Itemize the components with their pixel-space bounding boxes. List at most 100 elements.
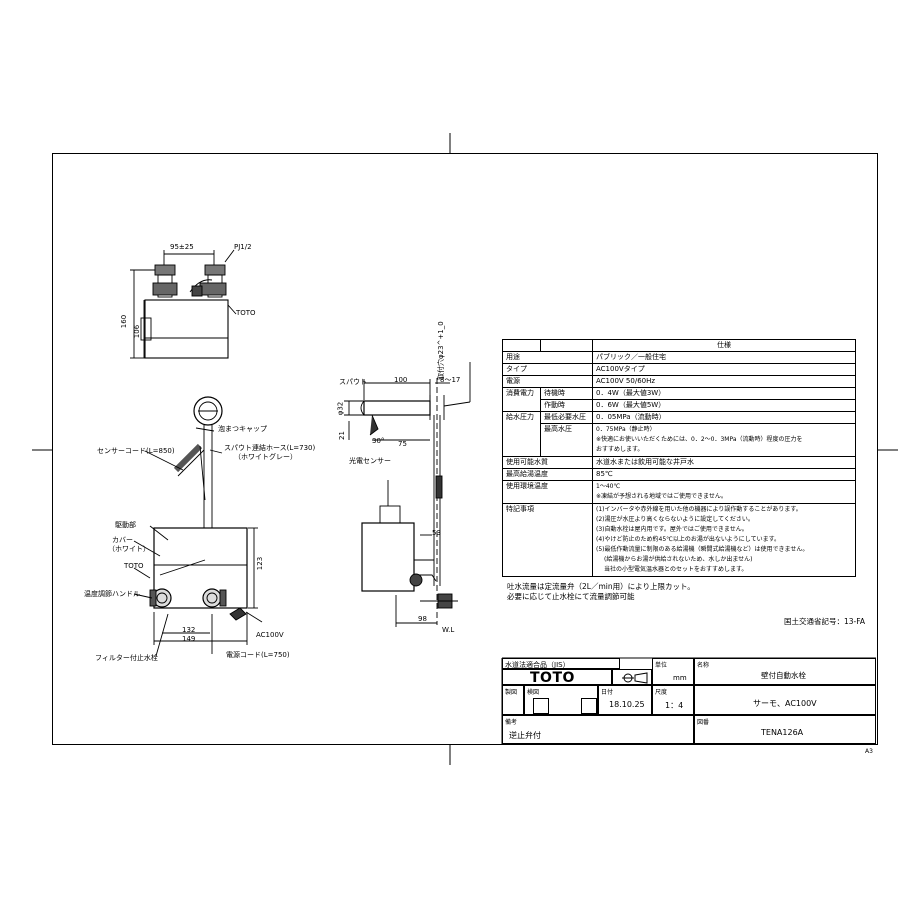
spec-subkey: 最低必要水圧 <box>540 411 593 424</box>
name-label: 名称 <box>697 662 710 669</box>
pressure-note: ※快適にお使いいただくためには、0．2～0．3MPa（流動時）程度の圧力を <box>596 436 803 443</box>
scale-value: 1：4 <box>665 701 684 710</box>
spec-header: 仕様 <box>592 339 856 352</box>
drawing-no-cell: 図番 TENA126A <box>694 715 876 744</box>
spec-key: 最高給湯温度 <box>502 468 593 481</box>
check-stamp <box>533 698 549 714</box>
dim-106: 106 <box>133 324 142 339</box>
spec-value-pressure: 0．75MPa（静止時） ※快適にお使いいただくためには、0．2～0．3MPa（流… <box>592 423 856 457</box>
label-spout: スパウト <box>339 378 367 386</box>
drawn-cell: 製図 <box>502 685 524 715</box>
note-item: (1)インバータや赤外線を用いた他の機器により誤作動することがあります。 <box>596 506 802 513</box>
top-view-drawing <box>130 249 237 359</box>
drawing-border <box>52 153 878 745</box>
product-subtitle: サーモ、AC100V <box>753 699 817 708</box>
logo-cell: TOTO <box>502 669 612 686</box>
spec-subkey: 最高水圧 <box>540 423 593 457</box>
product-name: 壁付自動水栓 <box>761 671 806 680</box>
check-label: 検図 <box>527 689 540 696</box>
label-photo-sensor: 光電センサー <box>349 457 391 465</box>
spec-value: 水道水または飲用可能な井戸水 <box>592 456 856 469</box>
spec-key: 特記事項 <box>502 503 593 577</box>
spec-subkey: 作動時 <box>540 399 593 412</box>
spec-subkey: 待機時 <box>540 387 593 400</box>
unit-label: 単位 <box>655 662 668 669</box>
note-item: (4)やけど防止のため約45℃以上のお湯が出ないようにしています。 <box>596 536 780 543</box>
label-hose-color: （ホワイトグレー） <box>234 453 297 461</box>
note-item: (2)湯圧が水圧より高くならないように設定してください。 <box>596 516 754 523</box>
spec-value-env: 1～40℃ ※凍結が予想される地域ではご使用できません。 <box>592 480 856 504</box>
spec-value: 0．4W（最大値3W） <box>592 387 856 400</box>
spec-key: 使用可能水質 <box>502 456 593 469</box>
spec-value: 85℃ <box>592 468 856 481</box>
spec-key: 給水圧力 <box>502 411 541 457</box>
label-toto-top: TOTO <box>236 309 256 317</box>
pressure-note-2: おすすめします。 <box>596 446 644 453</box>
remarks-label: 備考 <box>505 719 518 726</box>
label-filter: フィルター付止水栓 <box>95 654 158 662</box>
spec-key: タイプ <box>502 363 593 376</box>
label-temp-handle: 温度調節ハンドル <box>84 590 140 598</box>
label-hose: スパウト連結ホース(L=730) <box>224 444 316 452</box>
drawn-label: 製図 <box>505 689 518 696</box>
name-cell: 名称 壁付自動水栓 <box>694 658 876 685</box>
spec-value: 0．6W（最大値5W） <box>592 399 856 412</box>
dim-mount-hole: 取付穴φ23^+1_0 <box>437 321 445 380</box>
dim-100: 100 <box>394 376 408 384</box>
scale-label: 尺度 <box>655 689 668 696</box>
sheet-size: A3 <box>865 748 873 755</box>
drawing-number: TENA126A <box>761 728 804 737</box>
note-item: (給湯機からお湯が供給されないため、水しか出ません) <box>604 556 753 563</box>
date-value: 18.10.25 <box>609 700 645 709</box>
check-cell: 検図 <box>524 685 598 715</box>
spec-value: AC100V 50/60Hz <box>592 375 856 388</box>
label-toto-front: TOTO <box>124 562 144 570</box>
registration-code: 国土交通省記号：13-FA <box>784 617 866 626</box>
side-view-drawing <box>344 362 471 627</box>
label-sensor-cord: センサーコード(L=850) <box>97 447 175 455</box>
dim-149: 149 <box>182 635 196 643</box>
spec-key: 使用環境温度 <box>502 480 593 504</box>
spec-key: 用途 <box>502 351 593 364</box>
jis-cell: 水道法適合品（JIS） <box>502 658 620 669</box>
dim-8-17: 8～17 <box>440 376 461 384</box>
dim-width: 95±25 <box>170 243 194 251</box>
dim-75: 75 <box>398 440 407 448</box>
dim-53: 53 <box>432 529 441 537</box>
projection-symbol <box>612 669 652 685</box>
approval-stamp <box>581 698 597 714</box>
scale-cell: 尺度 1：4 <box>652 685 694 715</box>
dim-160: 160 <box>120 314 129 329</box>
spec-value: 0．75MPa（静止時） <box>596 426 656 433</box>
flow-note-2: 必要に応じて止水栓にて流量調節可能 <box>507 592 635 601</box>
toto-logo: TOTO <box>530 670 575 686</box>
drawing-no-label: 図番 <box>697 719 710 726</box>
title-block: 水道法適合品（JIS） TOTO 単位 mm 名称 壁付自動水栓 製図 検図 日… <box>502 658 876 744</box>
label-ac: AC100V <box>256 631 284 639</box>
label-cover-color: （ホワイト） <box>108 545 150 553</box>
dim-21: 21 <box>337 431 346 440</box>
note-item: (3)自動水栓は屋内用です。屋外ではご使用できません。 <box>596 526 748 533</box>
special-notes: (1)インバータや赤外線を用いた他の機器により誤作動することがあります。 (2)… <box>592 503 856 577</box>
spec-value: 1～40℃ <box>596 483 621 490</box>
label-cap: 泡まつキャップ <box>218 425 267 433</box>
date-label: 日付 <box>601 689 614 696</box>
label-wl: W.L <box>442 626 455 634</box>
dim-123: 123 <box>256 556 265 571</box>
remarks-cell: 備考 逆止弁付 <box>502 715 694 744</box>
jis-label: 水道法適合品（JIS） <box>505 661 570 669</box>
label-cover: カバー <box>112 536 133 544</box>
label-body: 駆動部 <box>115 521 136 529</box>
label-power-cord: 電源コード(L=750) <box>226 651 290 659</box>
spec-key: 電源 <box>502 375 593 388</box>
spec-value: パブリック／一般住宅 <box>592 351 856 364</box>
unit-cell: 単位 mm <box>652 658 694 685</box>
flow-note-1: 吐水流量は定流量弁（2L／min用）により上限カット。 <box>507 582 695 591</box>
env-note: ※凍結が予想される地域ではご使用できません。 <box>596 493 727 500</box>
front-view-drawing <box>133 396 263 657</box>
date-cell: 日付 18.10.25 <box>598 685 652 715</box>
note-item: 当社の小型電気温水器とのセットをおすすめします。 <box>604 566 748 573</box>
projection-icon <box>622 672 648 684</box>
